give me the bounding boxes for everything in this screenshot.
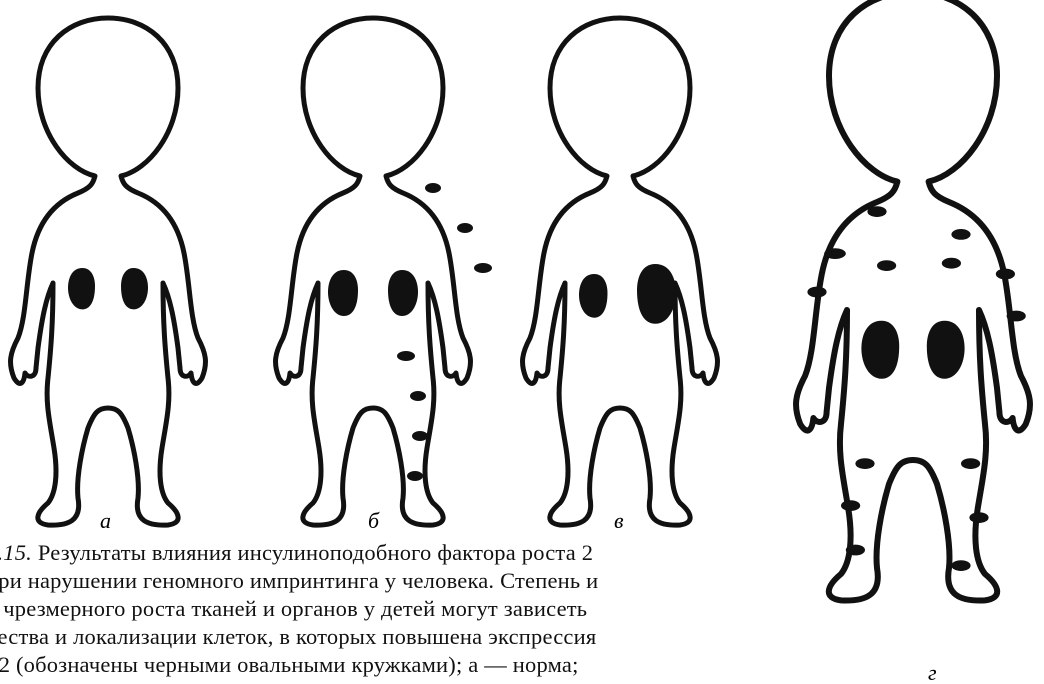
kidney-right bbox=[121, 268, 148, 309]
expression-dot bbox=[425, 183, 441, 193]
expression-dot bbox=[841, 500, 860, 511]
expression-dot bbox=[942, 258, 961, 269]
expression-dot bbox=[846, 545, 865, 556]
expression-dot bbox=[867, 206, 886, 217]
child-outline bbox=[276, 18, 471, 525]
caption-line-1: 2.15. Результаты влияния инсулиноподобно… bbox=[0, 539, 776, 567]
kidney-right bbox=[927, 321, 965, 379]
expression-dot bbox=[951, 560, 970, 571]
child-outline bbox=[11, 18, 206, 525]
expression-dot bbox=[412, 431, 428, 441]
child-outline bbox=[796, 0, 1030, 601]
kidney-left bbox=[68, 268, 95, 309]
expression-dot bbox=[407, 471, 423, 481]
kidney-left bbox=[328, 270, 358, 316]
figure-panel-v bbox=[523, 18, 718, 525]
expression-dot bbox=[969, 512, 988, 523]
figure-panel-b bbox=[276, 18, 492, 525]
expression-dot bbox=[397, 351, 415, 361]
child-outline bbox=[523, 18, 718, 525]
expression-dot bbox=[996, 269, 1015, 280]
expression-dot bbox=[877, 260, 896, 271]
figure-number: 2.15. bbox=[0, 540, 32, 565]
caption-line-4: чества и локализации клеток, в которых п… bbox=[0, 623, 776, 651]
caption-line-2: при нарушении геномного импринтинга у че… bbox=[0, 567, 776, 595]
figure-panel-g bbox=[796, 0, 1030, 601]
expression-dot bbox=[457, 223, 473, 233]
expression-dot bbox=[1007, 311, 1026, 322]
panel-label-g: г bbox=[928, 660, 937, 684]
panel-label-b: б bbox=[368, 508, 380, 533]
caption-line-5: F2 (обозначены черными овальными кружкам… bbox=[0, 651, 776, 679]
figure-caption: 2.15. Результаты влияния инсулиноподобно… bbox=[0, 539, 776, 684]
expression-dot bbox=[474, 263, 492, 273]
panel-label-v: в bbox=[614, 508, 624, 533]
kidney-right bbox=[388, 270, 418, 316]
caption-line-3: о чрезмерного роста тканей и органов у д… bbox=[0, 595, 776, 623]
expression-dot bbox=[951, 229, 970, 240]
expression-dot bbox=[855, 458, 874, 469]
panel-label-a: а bbox=[100, 508, 111, 533]
expression-dot bbox=[807, 287, 826, 298]
caption-text: Результаты влияния инсулиноподобного фак… bbox=[32, 540, 593, 565]
expression-dot bbox=[961, 458, 980, 469]
expression-dot bbox=[824, 248, 846, 259]
figure-panel-a bbox=[11, 18, 206, 525]
kidney-left bbox=[579, 274, 608, 318]
expression-dot bbox=[410, 391, 426, 401]
kidney-right bbox=[637, 264, 676, 324]
kidney-left bbox=[861, 321, 899, 379]
